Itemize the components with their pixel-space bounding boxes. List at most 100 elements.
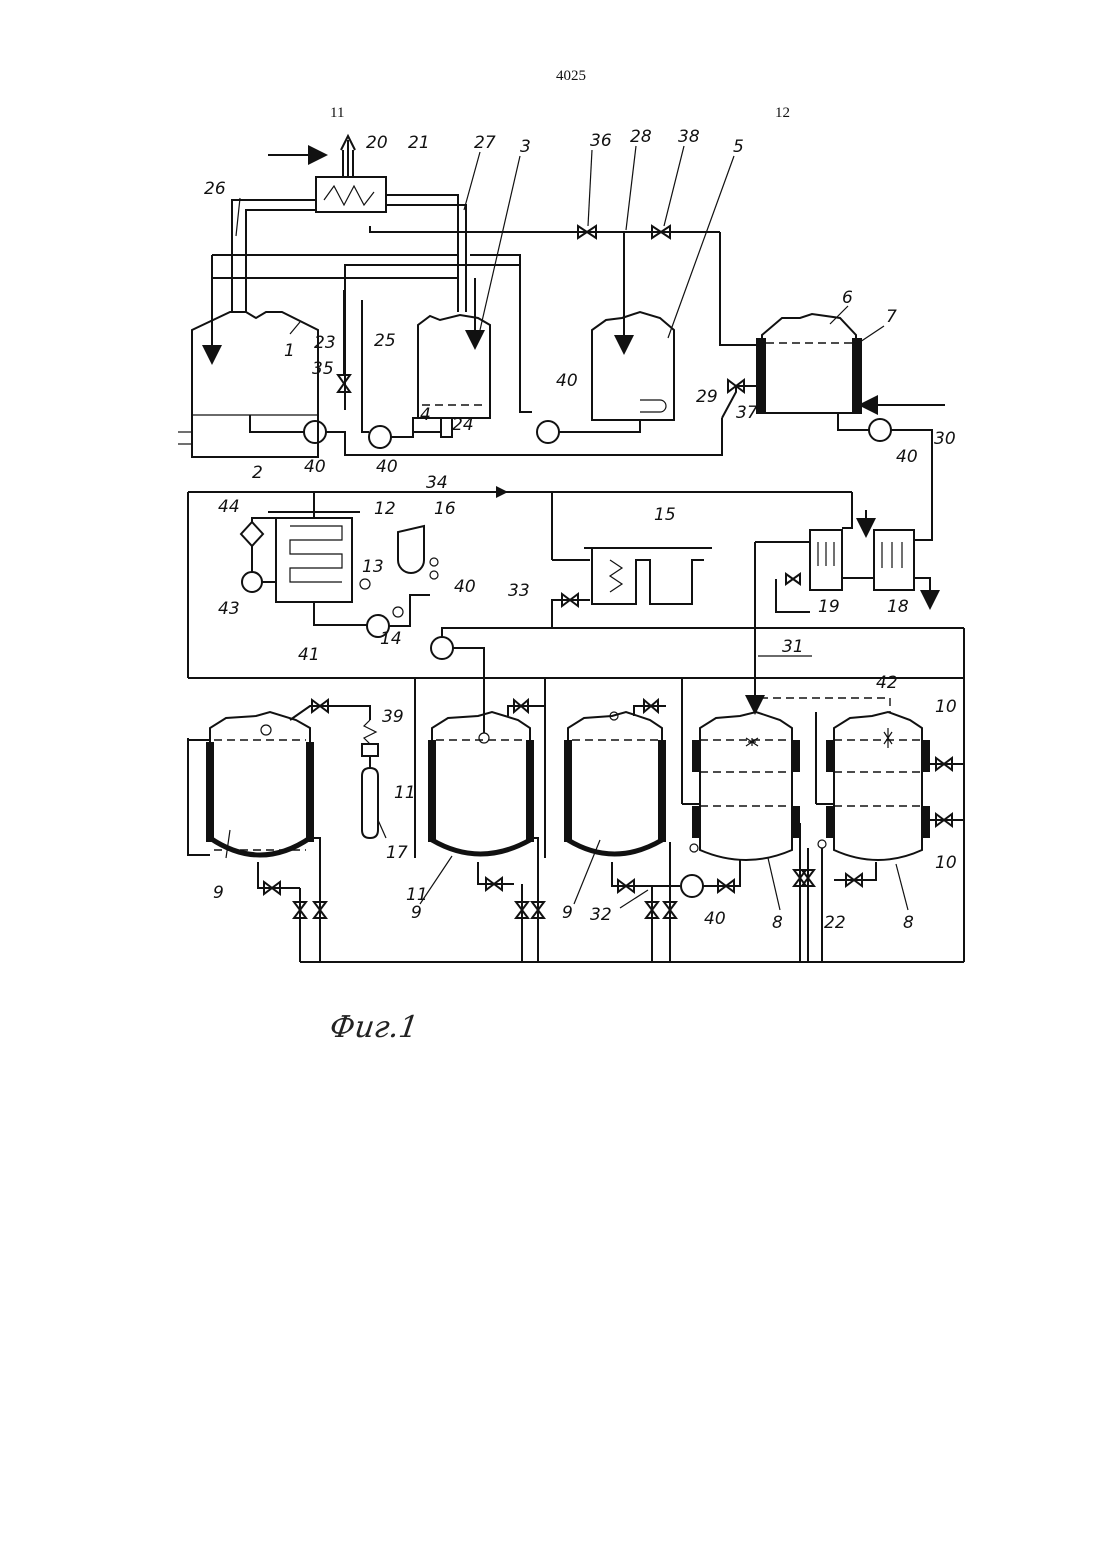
label-24: 24 [452, 415, 474, 435]
vessel-9-b [432, 712, 530, 838]
vessel-9-a [210, 712, 310, 838]
unit-16 [398, 526, 424, 573]
pump-40-e [431, 637, 453, 659]
label-43: 43 [218, 599, 240, 619]
label-5: 5 [733, 137, 744, 157]
pipe-27 [386, 195, 458, 312]
unit-39 [362, 744, 378, 756]
label-38: 38 [678, 127, 700, 147]
label-11-b: 11 [406, 885, 428, 905]
vessel-8-b [834, 712, 922, 860]
pipe-tank1-pump [250, 415, 304, 432]
pipe-34-arrow [496, 486, 508, 498]
label-22: 22 [824, 913, 846, 933]
label-10-a: 10 [935, 697, 957, 717]
jacket-9-a [206, 742, 314, 842]
label-40-c: 40 [556, 371, 578, 391]
label-26: 26 [204, 179, 226, 199]
spray-nozzle-8a [746, 738, 758, 746]
label-14: 14 [380, 629, 402, 649]
label-8-b: 8 [903, 913, 914, 933]
heat-exchanger-21 [316, 177, 386, 212]
vessel-9-c-bottom [568, 840, 662, 854]
label-27: 27 [474, 133, 496, 153]
label-42: 42 [876, 673, 898, 693]
pipe-9b-out [530, 838, 538, 962]
sensor-13 [360, 579, 370, 589]
pump-43 [242, 572, 262, 592]
unit-16-lead-1 [430, 558, 438, 566]
pipe-33 [442, 628, 964, 637]
label-3: 3 [520, 137, 531, 157]
pump-40-d [869, 419, 891, 441]
jacket-8-a [692, 740, 800, 838]
jacket-10 [826, 740, 930, 838]
label-10-b: 10 [935, 853, 957, 873]
vessel-9-b-bottom [432, 840, 530, 854]
pipe-filter-top [252, 518, 276, 522]
label-7: 7 [886, 307, 897, 327]
tank-6 [762, 314, 856, 413]
pipe-exch-out [370, 226, 470, 232]
label-23: 23 [314, 333, 336, 353]
unit-18-elements [882, 542, 902, 568]
pipe-tank6-pump [838, 413, 870, 430]
label-40-e: 40 [454, 577, 476, 597]
tank-1 [192, 312, 318, 457]
label-40-b: 40 [376, 457, 398, 477]
pipe-to-tank6 [720, 232, 760, 345]
label-32: 32 [590, 905, 612, 925]
label-29: 29 [696, 387, 718, 407]
outlet-18-arrow [914, 578, 930, 600]
vessel-9-a-bottom [210, 838, 310, 855]
label-41: 41 [298, 645, 320, 665]
pipe-9a-top [290, 706, 370, 720]
label-21: 21 [408, 133, 430, 153]
pipe-8b-drain [834, 862, 876, 880]
pipe-pump-tank5 [559, 420, 640, 432]
vessel-8-b-sensor [818, 840, 826, 848]
label-12: 12 [374, 499, 396, 519]
pipe-25 [362, 300, 369, 432]
label-19: 19 [818, 597, 840, 617]
tank-3 [418, 315, 490, 418]
coil-12 [290, 526, 342, 582]
spring-39 [364, 720, 376, 744]
unit-16-lead-2 [430, 571, 438, 579]
pipe-27b [386, 205, 466, 312]
filter-44 [241, 522, 263, 546]
label-8-a: 8 [772, 913, 783, 933]
unit-18 [874, 530, 914, 590]
label-16: 16 [434, 499, 456, 519]
valve-19 [786, 574, 800, 584]
pipe-34-end [842, 492, 852, 528]
pipe-9a-out [310, 838, 320, 962]
coil-15 [610, 560, 622, 592]
tank-5-heater [640, 400, 666, 412]
sensor-14 [393, 607, 403, 617]
label-11-a: 11 [394, 783, 416, 803]
pipe-to-unit4 [391, 418, 413, 437]
pipe-8a-out [792, 824, 800, 962]
callout-labels: 1 2 3 4 5 6 7 8 8 9 9 9 10 10 11 11 12 1… [204, 127, 957, 933]
label-44: 44 [218, 497, 240, 517]
label-40-a: 40 [304, 457, 326, 477]
heat-exchanger-12 [276, 518, 352, 602]
pipe-9b-drain [478, 862, 514, 884]
label-33: 33 [508, 581, 530, 601]
pipe-26b [246, 210, 316, 312]
vessel-9-a-port [261, 725, 271, 735]
pump-40-f [681, 875, 703, 897]
pipe-24 [441, 418, 452, 437]
cylinder-17 [362, 756, 378, 838]
label-4: 4 [420, 405, 431, 425]
vessel-9-c [568, 712, 662, 838]
label-40-d: 40 [896, 447, 918, 467]
label-36: 36 [590, 131, 612, 151]
label-17: 17 [386, 843, 408, 863]
pipe-tank3-pump [470, 255, 532, 412]
label-31: 31 [782, 637, 804, 657]
jacket-7-right [852, 338, 862, 414]
label-18: 18 [887, 597, 909, 617]
unit-15 [584, 548, 712, 604]
